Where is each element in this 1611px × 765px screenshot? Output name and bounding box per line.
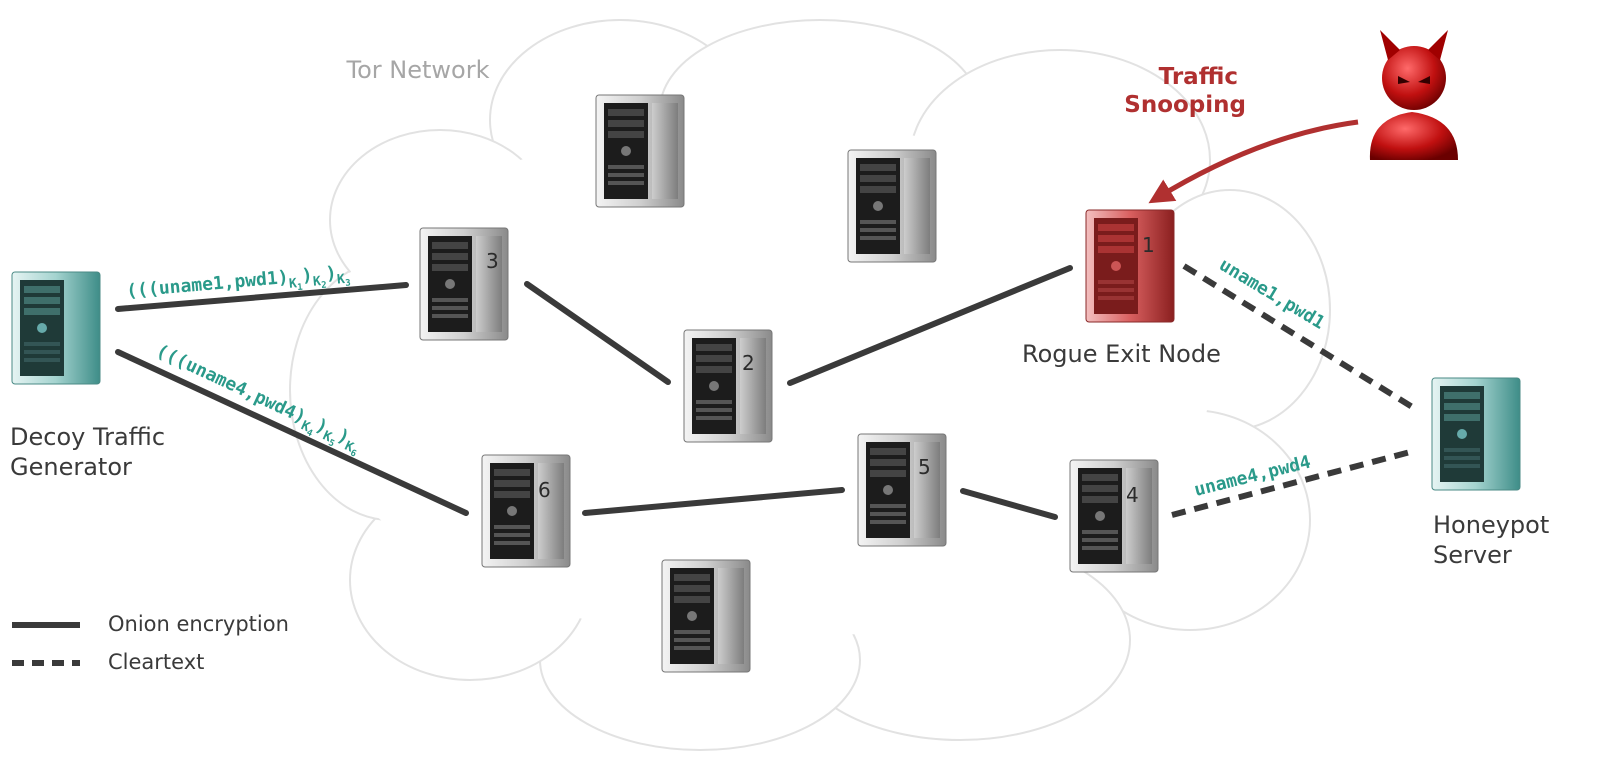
server-node-5 [857,433,947,547]
decoy-label-line2: Generator [10,453,132,481]
server-bottom [661,559,751,673]
link-5-4 [960,488,1058,520]
msg1-key3-index: 3 [345,278,351,288]
snooping-arrow [1148,119,1359,204]
server-top-b [847,149,937,263]
tor-network-cloud [289,19,1331,751]
msg2-key3-index: 6 [348,448,357,459]
server-top-a [595,94,685,208]
node-1-number: 1 [1142,233,1155,257]
link-2-1 [787,265,1073,386]
rogue-exit-label: Rogue Exit Node [1022,340,1221,368]
server-node-1-rogue [1085,209,1175,323]
msg2-key1-index: 4 [305,428,315,440]
msg1-key1-symbol: K [288,276,297,292]
link-3-2 [524,281,671,385]
server-node-3 [419,227,509,341]
snooping-label-line2: Snooping [1124,92,1246,118]
link-4-honeypot [1171,448,1415,518]
link-decoy-3 [115,282,409,312]
msg1-key3-symbol: K [336,272,345,288]
legend-solid-label: Onion encryption [108,612,289,636]
node-2-number: 2 [742,351,755,375]
decoy-label: Decoy Traffic Generator [10,423,173,481]
msg1-close2: ) [325,263,338,285]
cleartext-links [1171,263,1416,518]
node-6-number: 6 [538,478,551,502]
msg1-key2-symbol: K [312,274,321,290]
node-5-number: 5 [918,455,931,479]
legend: Onion encryption Cleartext [12,612,289,674]
honeypot-server [1431,377,1521,491]
snooping-label: Traffic Snooping [1124,64,1246,118]
link-decoy-6 [115,349,469,516]
msg2-key2-index: 5 [327,438,336,449]
msg1-close1: ) [301,265,314,287]
node-4-number: 4 [1126,483,1139,507]
decoy-label-line1: Decoy Traffic [10,423,165,451]
attacker-devil-icon [1369,30,1458,160]
cloud-label: Tor Network [346,56,490,84]
decoy-generator-server [11,271,101,385]
honeypot-label: Honeypot Server [1433,511,1557,569]
server-node-4 [1069,459,1159,573]
server-node-6 [481,454,571,568]
msg1-key2-index: 2 [321,281,327,291]
honeypot-label-line1: Honeypot [1433,511,1549,539]
onion-links [115,265,1073,520]
server-node-2 [683,329,773,443]
legend-dashed-label: Cleartext [108,650,204,674]
msg2-prefix: (((uname4,pwd4) [153,340,309,428]
msg1-key1-index: 1 [297,283,303,293]
honeypot-label-line2: Server [1433,541,1512,569]
snooping-label-line1: Traffic [1159,64,1238,90]
node-3-number: 3 [486,249,499,273]
link-6-5 [582,487,845,516]
